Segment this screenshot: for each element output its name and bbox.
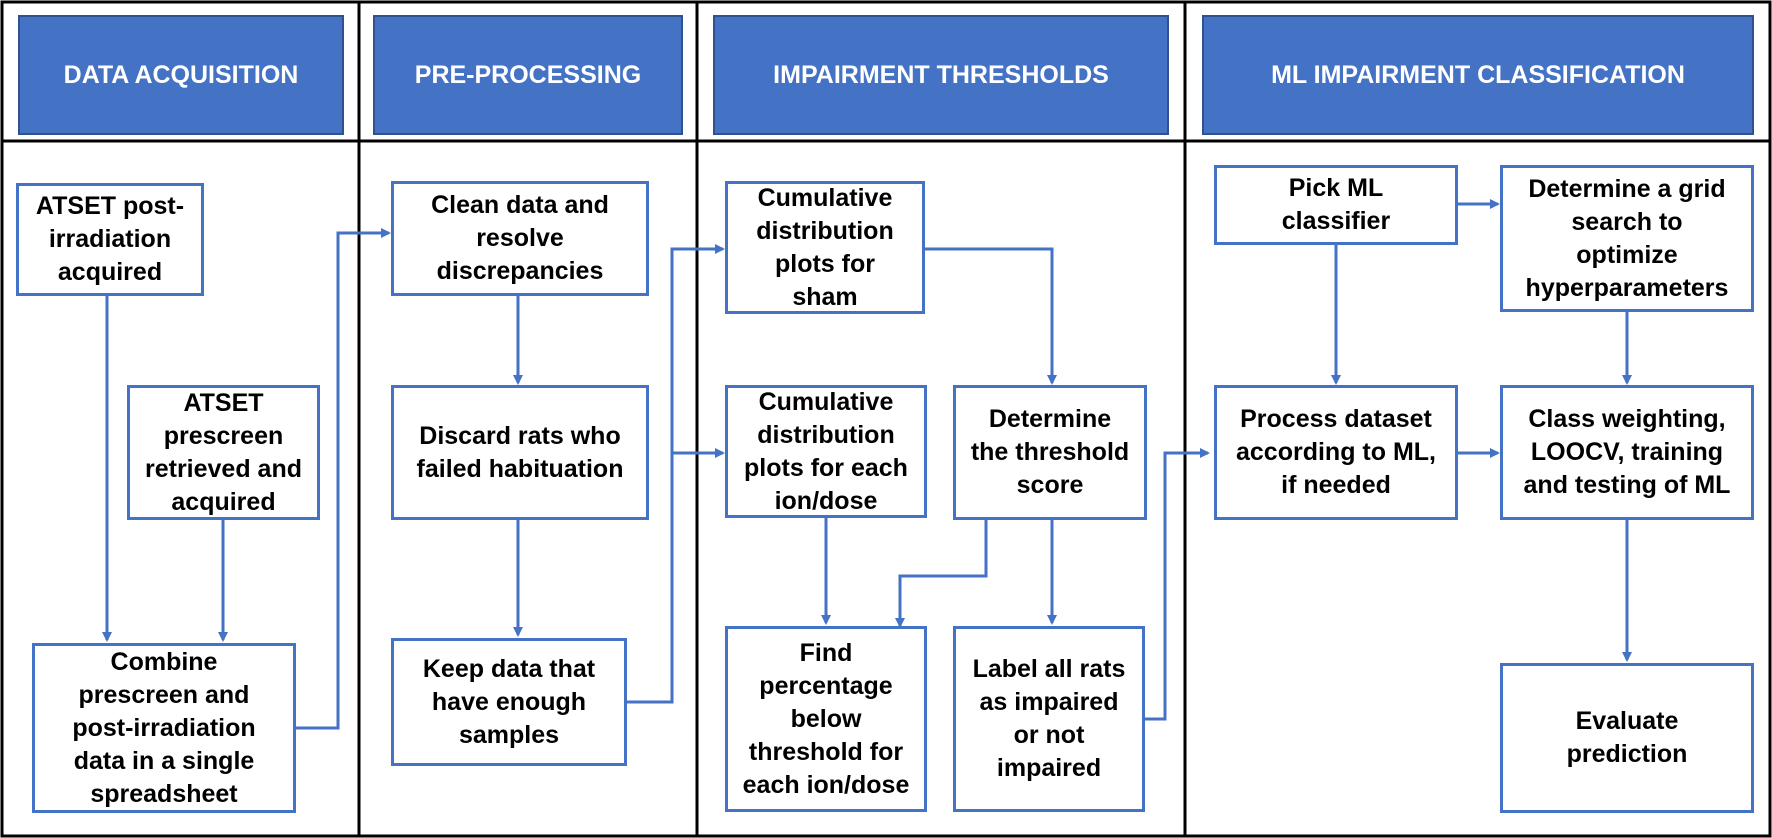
process-dataset-box: Process dataset according to ML, if need… [1214,385,1458,520]
discard-rats-box: Discard rats who failed habituation [391,385,649,520]
clean-data-box: Clean data and resolve discrepancies [391,181,649,296]
cdf-sham-box: Cumulative distribution plots for sham [725,181,925,314]
class-weighting-box: Class weighting, LOOCV, training and tes… [1500,385,1754,520]
determine-threshold-box: Determine the threshold score [953,385,1147,520]
arrow-threshold-to-find [895,520,988,628]
arrow-sham-to-threshold [925,247,1057,385]
arrow-label-to-process [1145,448,1210,721]
connectors [102,199,1632,730]
atset-prescreen-box: ATSET prescreen retrieved and acquired [127,385,320,520]
pick-ml-classifier-box: Pick ML classifier [1214,165,1458,245]
combine-data-box: Combine prescreen and post-irradiation d… [32,643,296,813]
cdf-ion-dose-box: Cumulative distribution plots for each i… [725,385,927,518]
keep-data-box: Keep data that have enough samples [391,638,627,766]
atset-post-irradiation-box: ATSET post- irradiation acquired [16,183,204,296]
header-pre-processing: PRE-PROCESSING [373,15,683,135]
header-ml-classification: ML IMPAIRMENT CLASSIFICATION [1202,15,1754,135]
header-data-acquisition: DATA ACQUISITION [18,15,344,135]
evaluate-prediction-box: Evaluate prediction [1500,663,1754,813]
label-rats-box: Label all rats as impaired or not impair… [953,626,1145,812]
header-impairment-thresholds: IMPAIRMENT THRESHOLDS [713,15,1169,135]
arrow-keep-to-cdf-sham [627,244,725,704]
arrow-combine-to-clean [296,228,391,730]
grid-search-box: Determine a grid search to optimize hype… [1500,165,1754,312]
find-percentage-box: Find percentage below threshold for each… [725,626,927,812]
